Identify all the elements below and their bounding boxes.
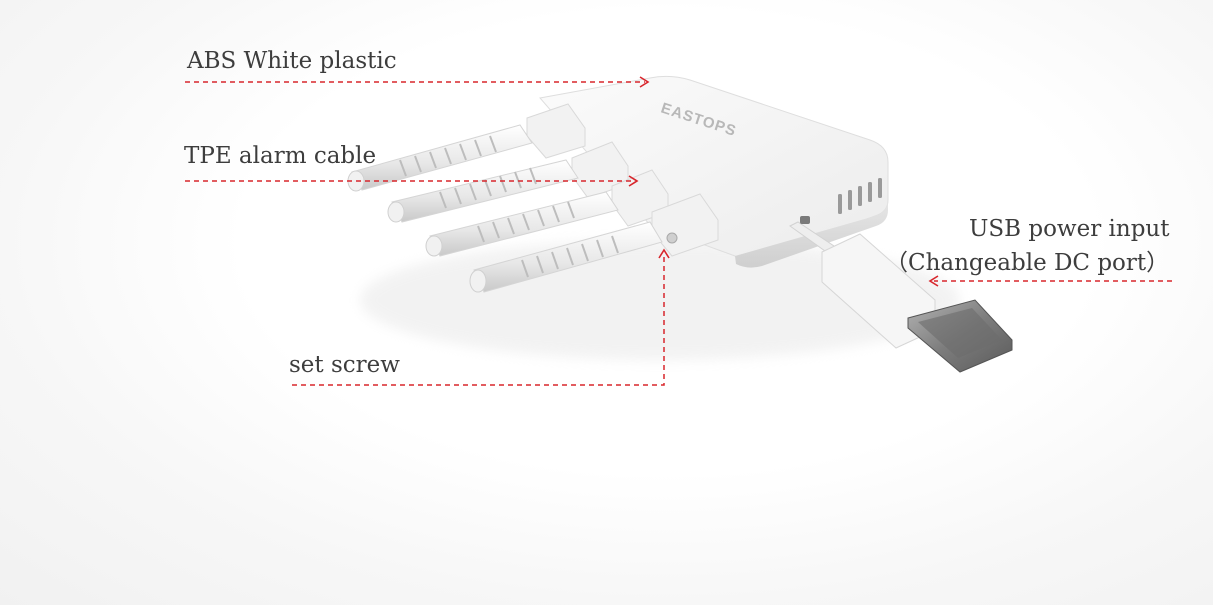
callout-screw-line bbox=[292, 254, 665, 386]
label-usb-power-input: USB power input bbox=[969, 216, 1170, 242]
label-abs-plastic: ABS White plastic bbox=[187, 48, 397, 74]
alarm-cable bbox=[387, 159, 579, 223]
alarm-cables bbox=[347, 124, 663, 293]
usb-cable bbox=[789, 216, 1013, 373]
alarm-cable bbox=[469, 221, 663, 293]
callout-lines bbox=[185, 81, 1172, 386]
label-tpe-cable: TPE alarm cable bbox=[184, 143, 377, 169]
callout-arrows bbox=[628, 76, 939, 287]
vent-slots bbox=[838, 178, 882, 214]
label-set-screw: set screw bbox=[289, 352, 400, 378]
hub-body: EASTOPS bbox=[539, 75, 889, 268]
alarm-cable bbox=[425, 191, 619, 257]
label-changeable-dc-port: （Changeable DC port） bbox=[885, 250, 1170, 276]
set-screw-hole bbox=[666, 232, 678, 244]
